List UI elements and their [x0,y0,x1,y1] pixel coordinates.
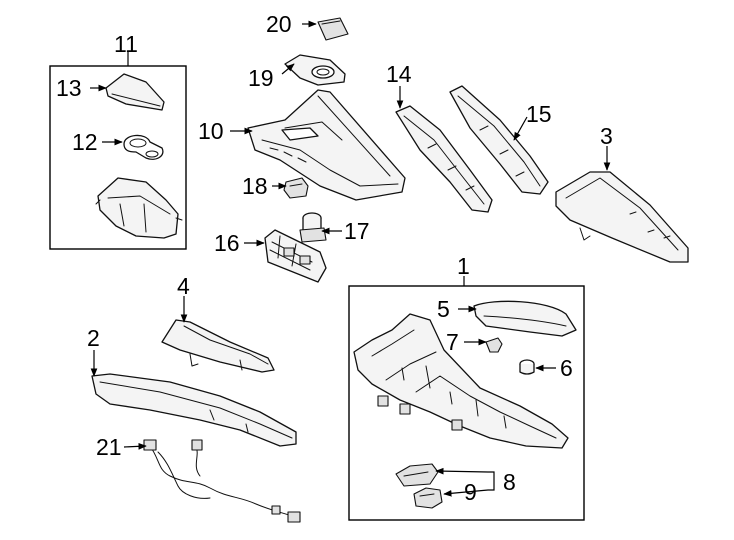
group-box-1 [348,285,585,521]
callout-14: 14 [386,61,412,87]
callout-2: 2 [87,325,100,351]
part-3-side-panel[interactable] [555,171,689,263]
callout-17: 17 [344,218,370,244]
part-4-bracket[interactable] [161,319,275,373]
callout-21: 21 [96,434,122,460]
callout-3: 3 [600,123,613,149]
part-10-console-panel[interactable] [247,89,406,201]
callout-5: 5 [437,296,450,322]
part-9-connector[interactable] [413,487,443,509]
group-box-11 [49,65,187,250]
callout-8: 8 [503,469,516,495]
callout-20: 20 [266,11,292,37]
part-8-bracket[interactable] [395,463,439,487]
callout-18: 18 [242,173,268,199]
callout-11: 11 [114,31,138,57]
part-6-cap[interactable] [519,359,535,375]
part-15-trim-strip[interactable] [449,85,549,195]
part-1-console-base[interactable] [353,313,569,449]
part-2-lower-panel[interactable] [91,373,297,447]
callout-13: 13 [56,75,82,101]
callout-12: 12 [72,129,98,155]
part-18-switch[interactable] [283,177,309,199]
part-11-storage-box[interactable] [95,177,183,239]
callout-6: 6 [560,355,573,381]
part-7-clip[interactable] [485,337,503,353]
callout-16: 16 [214,230,240,256]
callout-9: 9 [464,479,477,505]
part-16-switch-panel[interactable] [264,229,327,283]
callout-15: 15 [526,101,552,127]
callout-1: 1 [457,253,470,279]
part-12-ring[interactable] [123,134,164,160]
callout-10: 10 [198,118,224,144]
callout-4: 4 [177,273,190,299]
part-13-lid[interactable] [105,73,165,111]
part-14-trim-strip[interactable] [395,105,493,213]
callout-19: 19 [248,65,274,91]
part-21-wiring-harness[interactable] [143,439,301,523]
part-17-knob[interactable] [299,212,327,243]
part-20-cap[interactable] [317,17,349,41]
callout-7: 7 [446,329,459,355]
part-5-armrest-lid[interactable] [473,300,577,337]
part-19-bracket[interactable] [284,54,346,86]
